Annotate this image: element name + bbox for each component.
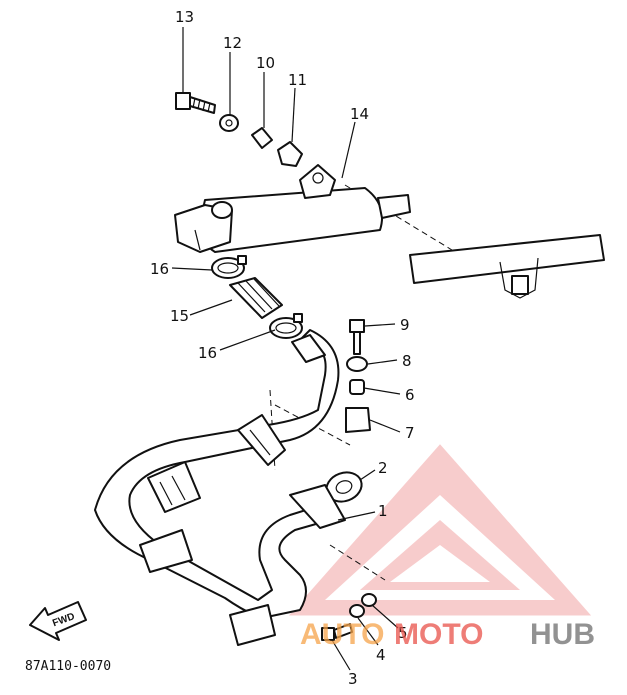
callout-7: 7 (405, 424, 415, 442)
callout-16-upper: 16 (150, 260, 169, 278)
guide-line (329, 544, 386, 581)
callout-8: 8 (402, 352, 412, 370)
washer-4 (349, 604, 365, 618)
svg-text:MOTO: MOTO (394, 618, 483, 651)
diagram-code: 87A110-0070 (25, 659, 111, 674)
leader-lines (171, 27, 401, 671)
watermark-logo (288, 444, 592, 616)
washer-12 (219, 114, 239, 132)
callout-16-lower: 16 (198, 344, 217, 362)
callout-1: 1 (378, 502, 388, 520)
bolt-9 (349, 319, 365, 355)
callout-13: 13 (175, 8, 194, 26)
exhaust-pipe (94, 329, 346, 646)
silencer (174, 164, 411, 253)
callout-10: 10 (256, 54, 275, 72)
watermark-text: AUTO MOTO HUB (300, 618, 595, 651)
frame-tube (409, 234, 605, 299)
callout-15: 15 (170, 307, 189, 325)
callout-11: 11 (288, 71, 307, 89)
callout-4: 4 (376, 646, 386, 664)
callout-5: 5 (398, 624, 408, 642)
callout-14: 14 (350, 105, 369, 123)
damper-11 (277, 141, 303, 167)
callout-12: 12 (223, 34, 242, 52)
collar-10 (251, 127, 273, 149)
svg-text:AUTO: AUTO (300, 618, 384, 651)
washer-8 (346, 356, 368, 372)
bolt-3 (321, 623, 353, 641)
collar-6 (349, 379, 365, 395)
callout-3: 3 (348, 670, 358, 688)
damper-7 (345, 407, 371, 433)
washer-5 (361, 593, 377, 607)
bolt-13 (175, 92, 216, 114)
clamp-16-lower (269, 313, 303, 339)
fwd-arrow: FWD (29, 601, 87, 641)
callout-2: 2 (378, 459, 388, 477)
svg-text:HUB: HUB (530, 618, 595, 651)
joint-15 (229, 277, 283, 319)
clamp-16-upper (211, 255, 247, 279)
callout-6: 6 (405, 386, 415, 404)
callout-9: 9 (400, 316, 410, 334)
